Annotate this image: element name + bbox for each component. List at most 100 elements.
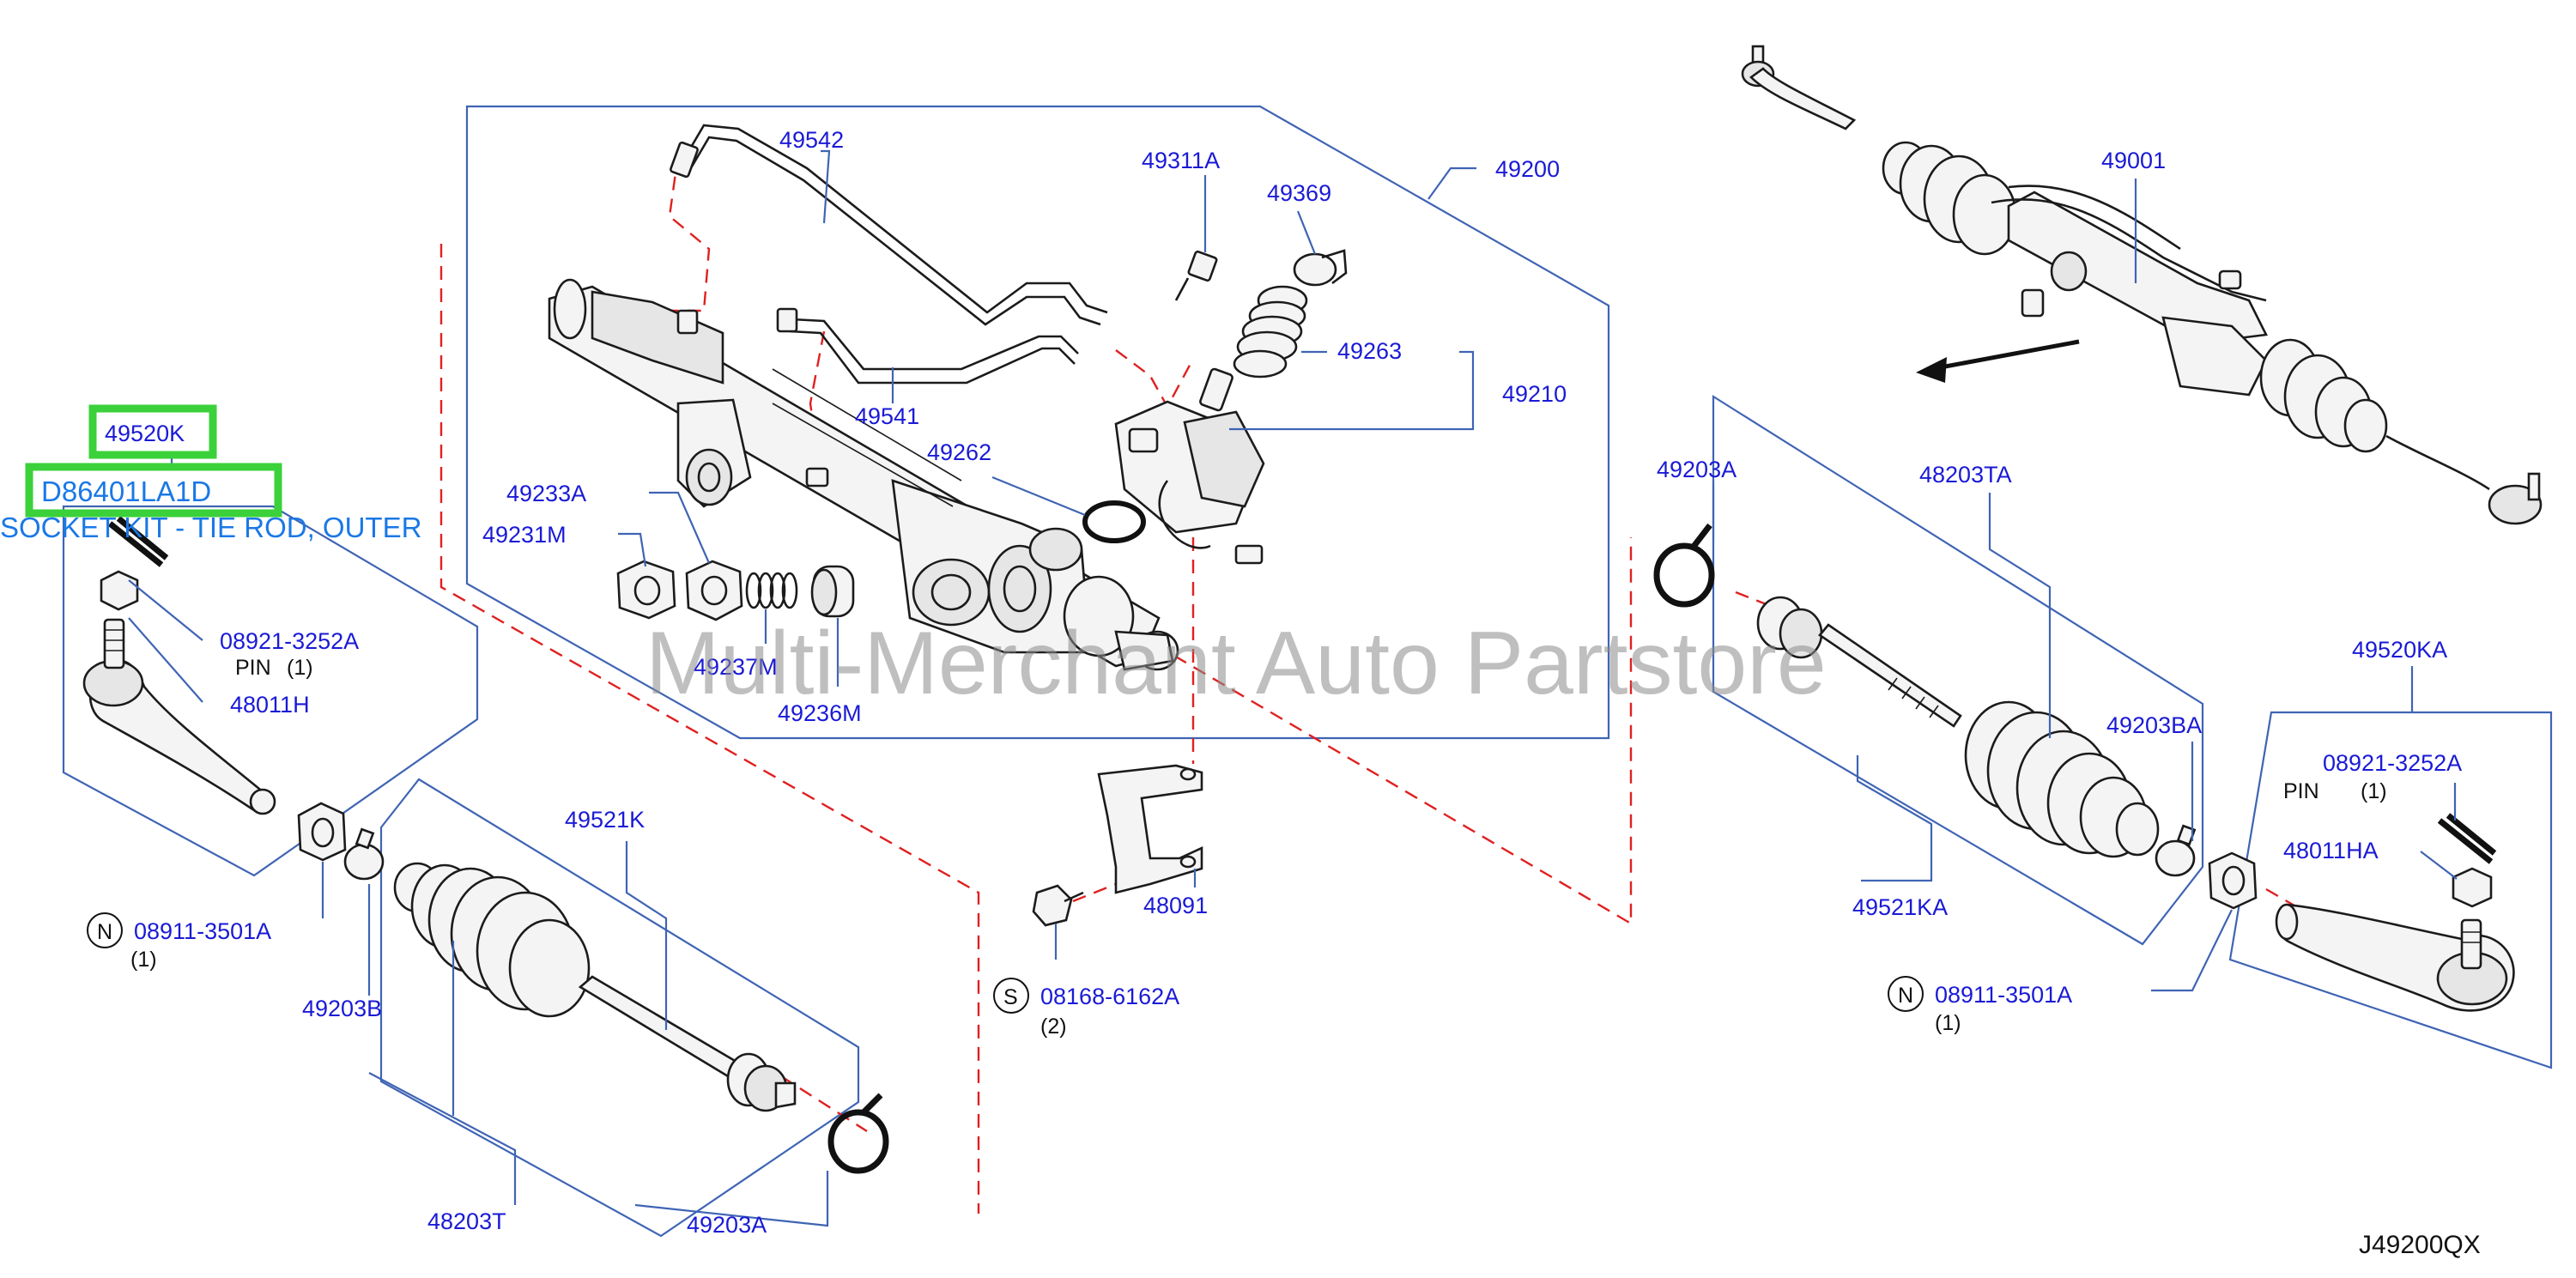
leader-48011HA [2420, 851, 2458, 880]
label-49521KA[interactable]: 49521KA [1852, 894, 1948, 920]
highlight-part-number[interactable]: 49520K [105, 421, 185, 446]
seal-49369 [1293, 249, 1348, 287]
assembled-rack-49001 [1741, 45, 2543, 525]
cotter-pin-left [107, 516, 169, 567]
label-48203T[interactable]: 48203T [427, 1208, 506, 1234]
boot-48203TA [1964, 700, 2160, 858]
label-49203BA[interactable]: 49203BA [2106, 712, 2202, 738]
label-08921-right[interactable]: 08921-3252A [2323, 750, 2462, 776]
label-49521K[interactable]: 49521K [565, 807, 645, 833]
symbol-s-circle [993, 978, 1029, 1014]
label-pin-right: PIN [2283, 779, 2319, 803]
leader-48203T-2 [368, 1072, 517, 1205]
leader-49262 [991, 475, 1086, 517]
oring-49262 [1082, 500, 1146, 543]
label-49520KA[interactable]: 49520KA [2352, 637, 2447, 663]
return-tube-49541 [791, 318, 1079, 371]
symbol-n-right: N [1898, 984, 1913, 1008]
label-08911-right-qty: (1) [1935, 1011, 1961, 1035]
clip-49203A-right [1653, 523, 1715, 608]
label-49237M[interactable]: 49237M [694, 654, 778, 680]
cotter-pin-right [2437, 813, 2497, 864]
label-48091[interactable]: 48091 [1143, 893, 1208, 918]
label-pin-left: PIN [235, 656, 271, 680]
label-49262[interactable]: 49262 [927, 439, 991, 465]
highlight-box-part-number [88, 404, 217, 459]
inner-rod-49521KA [1756, 596, 1962, 728]
watermark: Multi-Merchant Auto Partstore [646, 614, 1827, 713]
label-08921-left[interactable]: 08921-3252A [220, 628, 359, 654]
leader-49200 [1427, 167, 1476, 200]
label-49311A[interactable]: 49311A [1142, 148, 1220, 173]
bolt-08168 [1032, 884, 1084, 927]
left-inner-rod-frame [379, 778, 860, 1238]
label-08168-qty: (2) [1040, 1015, 1067, 1039]
leader-49231M [618, 532, 647, 567]
castle-nut-left [100, 570, 139, 611]
label-49263[interactable]: 49263 [1337, 338, 1402, 364]
highlight-oem-code[interactable]: D86401LA1D [41, 475, 211, 507]
label-08168[interactable]: 08168-6162A [1040, 984, 1179, 1009]
symbol-s: S [1003, 985, 1018, 1009]
assembly-line-left [439, 244, 980, 1214]
leader-49203A-l [634, 1171, 829, 1227]
label-49203A-right[interactable]: 49203A [1657, 457, 1737, 482]
castle-nut-right [2452, 867, 2493, 908]
label-pin-left-qty: (1) [287, 656, 313, 680]
leader-49369 [1296, 210, 1317, 255]
leader-49210 [1229, 350, 1475, 431]
label-49542[interactable]: 49542 [779, 127, 844, 153]
band-49203BA [2155, 824, 2197, 877]
outer-tie-rod-end-right [2275, 903, 2515, 1012]
label-49231M[interactable]: 49231M [482, 522, 567, 548]
label-49200[interactable]: 49200 [1495, 156, 1560, 182]
plug-49236M [810, 565, 855, 618]
clip-49203A-left [827, 1093, 889, 1174]
dust-boot-49263 [1233, 285, 1308, 379]
label-49210[interactable]: 49210 [1502, 381, 1567, 407]
label-48011H[interactable]: 48011H [230, 692, 310, 718]
leader-49233A [649, 491, 711, 564]
label-49236M[interactable]: 49236M [778, 700, 862, 726]
spring-49237M [745, 572, 798, 609]
symbol-n-left: N [97, 920, 112, 944]
nut-08911-left [297, 802, 347, 862]
leader-49542 [821, 149, 831, 224]
assembly-line-right [1173, 537, 1633, 926]
label-49203A-left[interactable]: 49203A [687, 1212, 767, 1238]
bolt-49311A [1174, 250, 1218, 301]
label-49541[interactable]: 49541 [855, 403, 919, 429]
highlight-description: SOCKET KIT - TIE ROD, OUTER [0, 512, 421, 543]
label-08911-left-qty: (1) [130, 948, 157, 972]
leader-49521KA [1856, 755, 1933, 882]
symbol-n-right-circle [1888, 976, 1924, 1012]
leader-08911-r [2151, 909, 2233, 992]
rack-housing-frame [465, 105, 1610, 740]
boot-48203T [393, 862, 591, 1018]
control-valve [1114, 367, 1265, 565]
label-48203TA[interactable]: 48203TA [1919, 462, 2012, 488]
label-08911-right[interactable]: 08911-3501A [1935, 982, 2072, 1008]
label-49001[interactable]: 49001 [2101, 148, 2166, 173]
direction-arrow [1916, 339, 2080, 383]
assembly-line-clip-l [780, 1075, 868, 1133]
leader-49521K [625, 841, 668, 1030]
assembly-line-valve [1115, 349, 1195, 409]
label-48011HA[interactable]: 48011HA [2283, 838, 2379, 863]
rack-housing [548, 278, 1179, 671]
label-pin-right-qty: (1) [2361, 779, 2387, 803]
diagram-code: J49200QX [2359, 1231, 2481, 1259]
label-49203B[interactable]: 49203B [302, 996, 382, 1021]
pressure-tube-49542 [685, 124, 1108, 314]
label-49369[interactable]: 49369 [1267, 180, 1331, 206]
locknut-49233A [685, 560, 743, 621]
outer-tie-rod-end-left [82, 618, 276, 815]
label-49233A[interactable]: 49233A [506, 481, 586, 506]
left-tie-rod-frame [62, 505, 479, 877]
nut-08911-right [2208, 851, 2258, 910]
nut-49231M [616, 560, 676, 620]
label-08911-left[interactable]: 08911-3501A [134, 918, 271, 944]
right-inner-rod-frame [1712, 395, 2204, 946]
